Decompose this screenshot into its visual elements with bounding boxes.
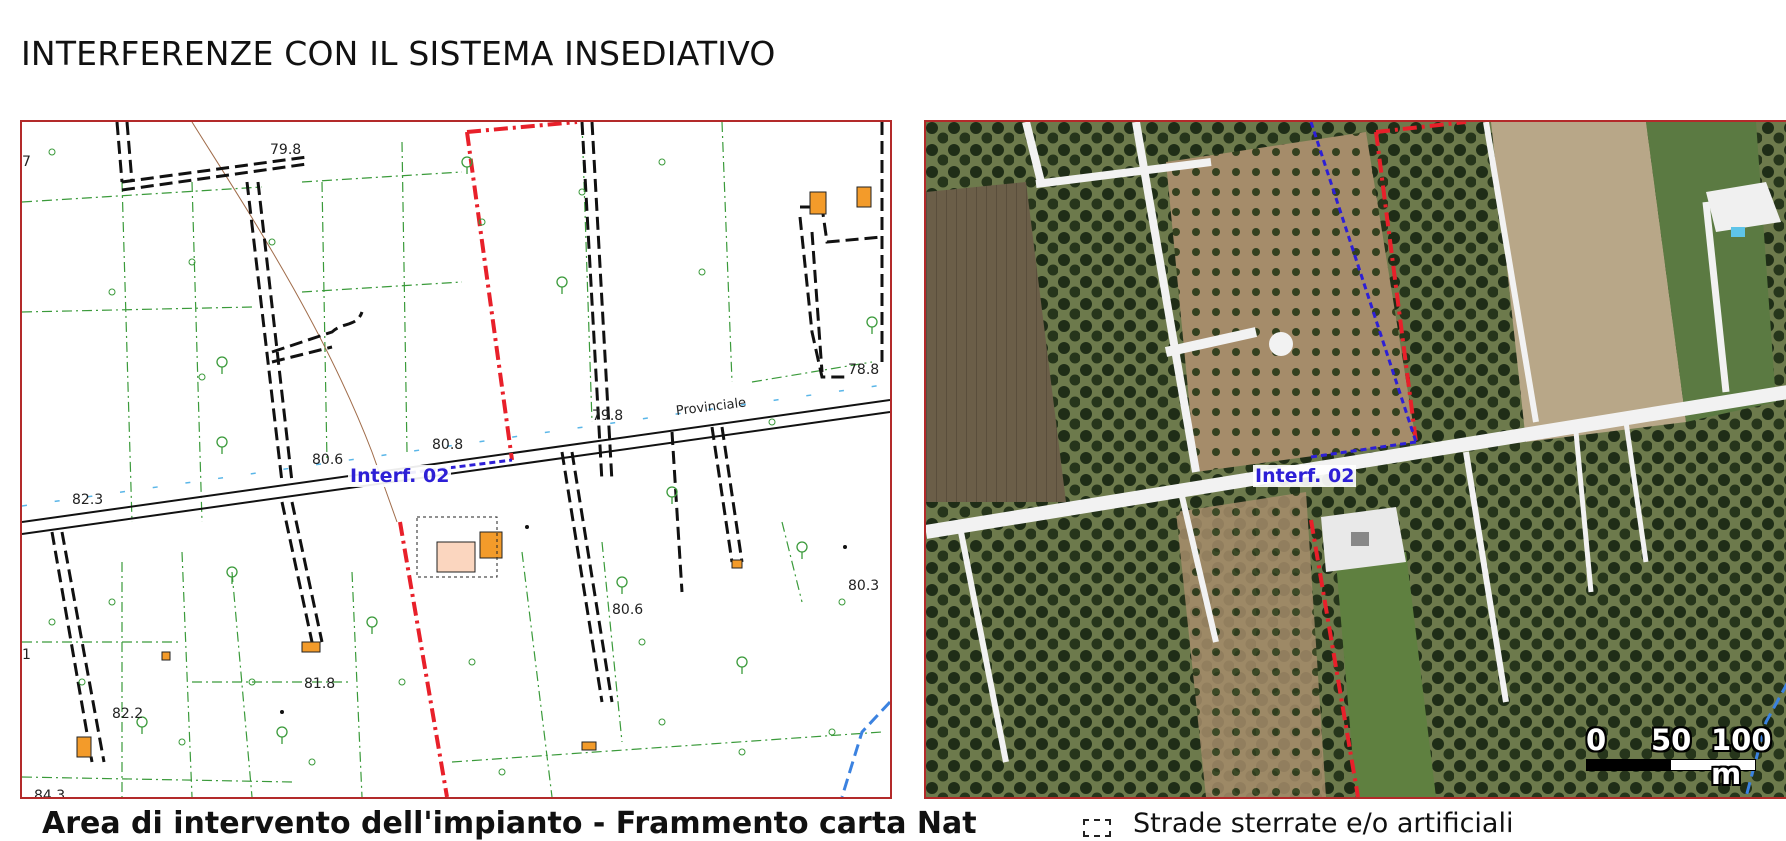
footpath <box>191 122 398 523</box>
ploughed-field <box>926 182 1066 502</box>
main-road <box>22 399 890 535</box>
elevation-label: 82.2 <box>112 706 144 722</box>
young-orchard <box>1166 132 1416 472</box>
elevation-label: 79.8 <box>270 142 302 158</box>
elevation-label: 7 <box>22 154 31 170</box>
road-margin <box>22 383 890 507</box>
courtyard <box>436 541 476 573</box>
scale-bar-segments <box>1586 759 1756 771</box>
topographic-map <box>22 122 890 797</box>
buildings <box>76 186 872 758</box>
elevation-label: 82.3 <box>72 492 104 508</box>
dirt-road-legend-icon <box>1083 818 1111 837</box>
map-caption: Area di intervento dell'impianto - Framm… <box>42 806 977 841</box>
bare-field <box>1491 122 1686 442</box>
elevation-label: 84.3 <box>34 788 66 799</box>
legend-item-label: Strade sterrate e/o artificiali <box>1133 808 1514 839</box>
olive-symbols <box>48 148 846 776</box>
survey-points <box>280 525 847 714</box>
page-title: INTERFERENZE CON IL SISTEMA INSEDIATIVO <box>21 34 776 73</box>
scale-label: 50 <box>1651 723 1692 757</box>
parcel-boundaries <box>22 122 883 797</box>
elevation-label: 80.3 <box>848 578 880 594</box>
elevation-label: 79.8 <box>592 408 624 424</box>
watercourse <box>840 700 890 797</box>
scale-bar: 0 50 100 m <box>1586 723 1772 791</box>
scale-label: 100 m <box>1711 723 1772 791</box>
elevation-label: 1 <box>22 647 31 663</box>
interference-label: Interf. 02 <box>1253 465 1357 487</box>
topographic-map-panel[interactable]: 79.8 78.8 79.8 80.8 80.6 82.3 80.3 80.6 … <box>20 120 892 799</box>
aerial-roads <box>926 122 1786 763</box>
elevation-label: 80.6 <box>612 602 644 618</box>
interference-segment <box>1309 122 1418 443</box>
tree-symbols <box>136 156 878 744</box>
aerial-photo-panel[interactable]: Interf. 02 0 50 100 m <box>924 120 1786 799</box>
interference-label: Interf. 02 <box>348 465 452 487</box>
scale-label: 0 <box>1586 723 1607 757</box>
dirt-roads <box>50 122 884 763</box>
interference-segment <box>399 458 513 476</box>
aerial-photo <box>926 122 1786 797</box>
legend: Strade sterrate e/o artificiali <box>1083 808 1513 839</box>
watercourse <box>1744 682 1786 797</box>
project-boundary <box>1309 122 1467 797</box>
elevation-label: 78.8 <box>848 362 880 378</box>
project-boundary <box>398 122 578 797</box>
elevation-label: 80.6 <box>312 452 344 468</box>
elevation-label: 81.8 <box>304 676 336 692</box>
green-field <box>1336 552 1436 797</box>
elevation-label: 80.8 <box>432 437 464 453</box>
